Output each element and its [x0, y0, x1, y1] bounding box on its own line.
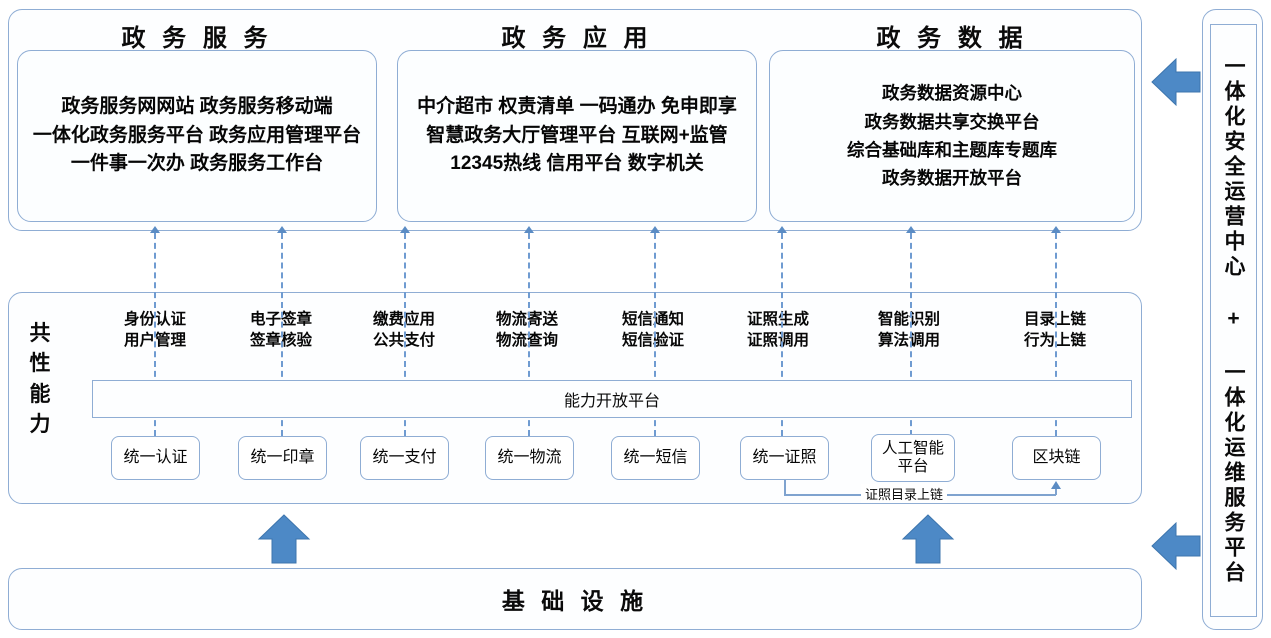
section-line: 中介超市 权责清单 一码通办 免申即享 — [417, 95, 737, 117]
flow-line — [910, 233, 912, 436]
capability-label-line: 算法调用 — [877, 331, 940, 349]
infrastructure-label: 基 础 设 施 — [501, 588, 649, 614]
common-capability-label: 共 性 能 力 — [23, 319, 57, 441]
capability-label-line: 目录上链 — [1023, 311, 1086, 328]
unit-box-label: 人工智能 平台 — [881, 440, 944, 475]
capability-label-ai: 智能识别 算法调用 — [855, 310, 963, 352]
section-title: 政 务 数 据 — [876, 25, 1028, 52]
security-ops-sidebar-label: 一体化安全运营中心 + 一体化运维服务平台 — [1222, 55, 1245, 586]
connector-label: 证照目录上链 — [861, 484, 948, 503]
security-ops-sidebar-body: 一体化安全运营中心 + 一体化运维服务平台 — [1210, 24, 1257, 617]
capability-label-line: 短信验证 — [621, 331, 684, 349]
section-line: 12345热线 信用平台 数字机关 — [450, 153, 704, 175]
capability-label-payment: 缴费应用 公共支付 — [350, 310, 458, 352]
capability-label-blockchain: 目录上链 行为上链 — [1001, 310, 1109, 352]
capability-open-platform-label: 能力开放平台 — [563, 393, 660, 410]
flow-arrow-icon — [777, 226, 787, 233]
capability-label-license: 证照生成 证照调用 — [724, 310, 832, 352]
flow-line — [654, 233, 656, 436]
label-char: 共 — [29, 322, 51, 345]
section-government-data: 政 务 数 据 政务数据资源中心 政务数据共享交换平台 综合基础库和主题库专题库… — [769, 10, 1135, 232]
unit-box-label: 统一认证 — [123, 448, 188, 466]
section-title: 政 务 应 用 — [501, 25, 653, 52]
flow-arrow-icon — [650, 226, 660, 233]
unit-box-ai-platform[interactable]: 人工智能 平台 — [871, 434, 955, 482]
unit-box-label: 统一印章 — [250, 448, 315, 466]
capability-label-line: 行为上链 — [1023, 331, 1086, 349]
section-title: 政 务 服 务 — [121, 25, 273, 52]
connector-segment-vertical — [1055, 489, 1057, 495]
flow-line — [528, 233, 530, 436]
flow-line — [404, 233, 406, 436]
capability-label-line: 物流查询 — [495, 331, 558, 349]
section-line: 智慧政务大厅管理平台 互联网+监管 — [426, 124, 728, 146]
arrow-left-icon — [1150, 56, 1202, 108]
section-body: 政务数据资源中心 政务数据共享交换平台 综合基础库和主题库专题库 政务数据开放平… — [769, 50, 1135, 222]
label-char: 能 — [29, 382, 51, 406]
capability-label-line: 证照生成 — [746, 311, 809, 328]
section-body: 中介超市 权责清单 一码通办 免申即享 智慧政务大厅管理平台 互联网+监管 12… — [397, 50, 757, 222]
top-layer-container: 政 务 服 务 政务服务网网站 政务服务移动端 一体化政务服务平台 政务应用管理… — [8, 9, 1142, 231]
unit-box-unified-seal[interactable]: 统一印章 — [238, 436, 327, 480]
unit-box-label: 统一支付 — [372, 448, 437, 466]
capability-label-esign: 电子签章 签章核验 — [227, 310, 335, 352]
capability-label-line: 公共支付 — [372, 331, 435, 349]
flow-line — [1055, 233, 1057, 436]
label-char: 力 — [29, 413, 51, 437]
capability-label-line: 智能识别 — [877, 311, 940, 328]
capability-label-line: 缴费应用 — [372, 311, 435, 328]
flow-line — [281, 233, 283, 436]
flow-arrow-icon — [524, 226, 534, 233]
flow-arrow-icon — [906, 226, 916, 233]
arrow-up-icon — [257, 513, 311, 565]
flow-arrow-icon — [150, 226, 160, 233]
unit-box-unified-logistics[interactable]: 统一物流 — [485, 436, 574, 480]
unit-box-label: 统一物流 — [497, 448, 562, 466]
connector-arrow-icon — [1051, 481, 1061, 489]
capability-label-line: 电子签章 — [249, 311, 312, 328]
capability-label-line: 证照调用 — [746, 331, 809, 349]
capability-open-platform-bar: 能力开放平台 — [92, 380, 1132, 418]
section-line: 综合基础库和主题库专题库 — [847, 140, 1057, 160]
capability-label-line: 签章核验 — [249, 331, 312, 349]
unit-box-unified-sms[interactable]: 统一短信 — [611, 436, 700, 480]
section-body: 政务服务网网站 政务服务移动端 一体化政务服务平台 政务应用管理平台 一件事一次… — [17, 50, 377, 222]
flow-line — [154, 233, 156, 436]
section-line: 政务服务网网站 政务服务移动端 — [61, 95, 333, 117]
section-line: 一体化政务服务平台 政务应用管理平台 — [32, 124, 362, 146]
unit-box-label: 统一证照 — [752, 448, 817, 466]
capability-label-line: 短信通知 — [621, 311, 684, 328]
connector-segment-vertical — [784, 480, 786, 495]
section-line: 政务数据共享交换平台 — [864, 111, 1040, 132]
unit-box-label: 统一短信 — [623, 448, 688, 466]
capability-label-line: 物流寄送 — [495, 311, 558, 328]
unit-box-unified-payment[interactable]: 统一支付 — [360, 436, 449, 480]
security-ops-sidebar: 一体化安全运营中心 + 一体化运维服务平台 — [1202, 9, 1263, 630]
unit-box-unified-license[interactable]: 统一证照 — [740, 436, 829, 480]
unit-box-label: 区块链 — [1032, 448, 1081, 466]
infrastructure-container: 基 础 设 施 — [8, 568, 1142, 630]
section-government-application: 政 务 应 用 中介超市 权责清单 一码通办 免申即享 智慧政务大厅管理平台 互… — [397, 10, 757, 232]
capability-label-sms: 短信通知 短信验证 — [599, 310, 707, 352]
label-char: 性 — [29, 352, 51, 376]
flow-arrow-icon — [1051, 226, 1061, 233]
section-government-service: 政 务 服 务 政务服务网网站 政务服务移动端 一体化政务服务平台 政务应用管理… — [17, 10, 377, 232]
arrow-left-icon — [1150, 520, 1202, 572]
section-line: 一件事一次办 政务服务工作台 — [70, 153, 324, 175]
section-line: 政务数据开放平台 — [882, 168, 1022, 189]
flow-arrow-icon — [277, 226, 287, 233]
capability-label-logistics: 物流寄送 物流查询 — [473, 310, 581, 352]
unit-box-blockchain[interactable]: 区块链 — [1012, 436, 1101, 480]
flow-line — [781, 233, 783, 436]
section-line: 政务数据资源中心 — [882, 83, 1022, 104]
arrow-up-icon — [901, 513, 955, 565]
unit-box-unified-auth[interactable]: 统一认证 — [111, 436, 200, 480]
flow-arrow-icon — [400, 226, 410, 233]
